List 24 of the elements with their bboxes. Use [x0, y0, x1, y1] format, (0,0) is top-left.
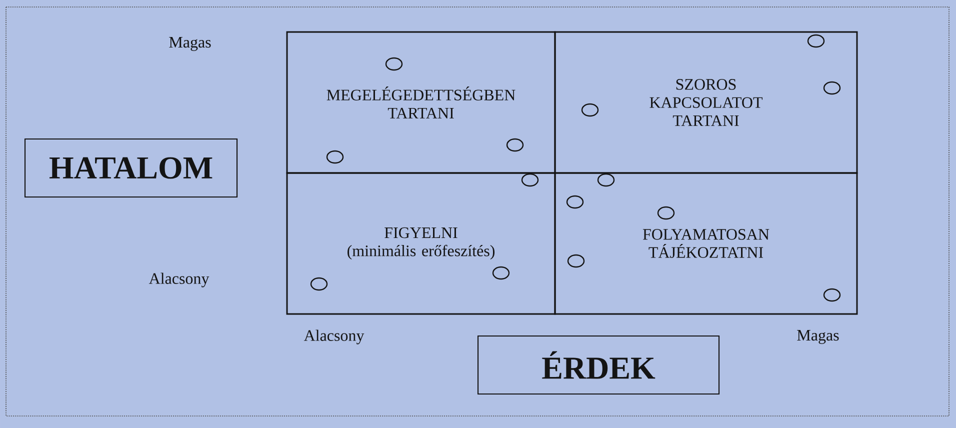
circle-marker — [492, 266, 510, 280]
title-box: HATALOM — [24, 138, 238, 198]
circle-marker — [566, 195, 584, 209]
circle-marker — [807, 34, 825, 48]
circle-marker — [823, 288, 841, 302]
circle-marker — [581, 103, 599, 117]
circle-marker — [567, 254, 585, 268]
circle-marker — [823, 81, 841, 95]
circle-marker — [657, 206, 675, 220]
title-box: ÉRDEK — [477, 335, 720, 395]
circle-marker — [385, 57, 403, 71]
quadrant-box: MEGELÉGEDETTSÉGBEN TARTANI — [286, 31, 556, 174]
axis-label: Magas — [797, 330, 839, 344]
quadrant-box: FOLYAMATOSAN TÁJÉKOZTATNI — [554, 172, 858, 315]
circle-marker — [506, 138, 524, 152]
quadrant-box: FIGYELNI (minimális erőfeszítés) — [286, 172, 556, 315]
axis-label: Magas — [169, 37, 211, 51]
axis-label: Alacsony — [304, 330, 364, 344]
quadrant-box: SZOROS KAPCSOLATOT TARTANI — [554, 31, 858, 174]
circle-marker — [310, 277, 328, 291]
circle-marker — [326, 150, 344, 164]
circle-marker — [521, 173, 539, 187]
axis-label: Alacsony — [148, 272, 210, 288]
circle-marker — [597, 173, 615, 187]
